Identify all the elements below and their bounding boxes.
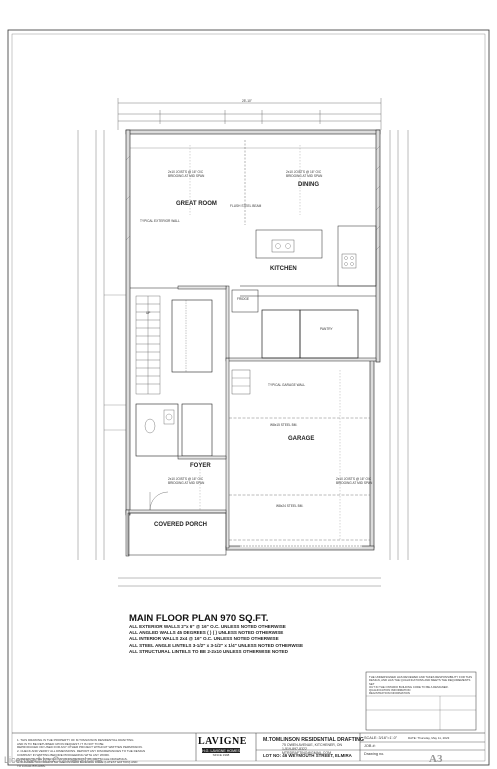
job-field: JOB #:: [364, 744, 376, 748]
logo-since: SINCE 1998: [212, 753, 230, 757]
exterior-wall-note: TYPICAL EXTERIOR WALL: [140, 219, 180, 223]
steel-beam-note: W8x15 STEEL BM.: [270, 423, 298, 427]
general-note-4: ALL STEEL ANGLE LINTELS 3-1/2" x 3-1/2" …: [129, 642, 304, 648]
fridge-label: FRIDGE: [237, 297, 250, 301]
lot-address: LOT NO: 46 WEYMOUTH STREET, ELMIRA: [263, 753, 352, 758]
sheet-number: A3: [429, 753, 443, 765]
stair-up-note: UP: [146, 311, 151, 315]
room-label-garage: GARAGE: [288, 436, 315, 442]
sheet-title: MAIN FLOOR PLAN 970 SQ.FT.: [129, 613, 269, 624]
drafting-company: M.TOMLINSON RESIDENTIAL DRAFTING: [263, 737, 364, 743]
room-label-covered-porch: COVERED PORCH: [154, 522, 208, 528]
general-note-3: ALL INTERIOR WALLS 2x4 @ 16" O.C. UNLESS…: [129, 636, 279, 642]
license-watermark: Licensed to Cornerstone: [4, 755, 103, 765]
company-address: 75 OWEN AVENUE, KITCHENER, ON 1-519-897-…: [282, 743, 343, 755]
general-note-5: ALL STRUCTURAL LINTELS TO BE 2-2x10 UNLE…: [129, 648, 288, 654]
garage-wall-note: TYPICAL GARAGE WALL: [268, 383, 306, 387]
disclaimer-notes: 1. THIS DRAWING IS THE PROPERTY OF M.TOM…: [17, 738, 146, 768]
drawing-no-field: Drawing no.: [364, 752, 385, 756]
designer-statement: THE UNDERSIGNED HAS REVIEWED AND TAKES R…: [369, 675, 472, 696]
room-label-foyer: FOYER: [190, 463, 211, 469]
pantry-label: PANTRY: [320, 327, 333, 331]
flush-beam-note: FLUSH STEEL BEAM: [230, 204, 262, 208]
room-label-great-room: GREAT ROOM: [176, 201, 217, 207]
joist-note-garage: 2x10 JOISTS @ 16" O/C BRIDGING AT MID SP…: [336, 477, 373, 485]
scale-field: SCALE: 3/16"=1'-0": [364, 736, 398, 740]
logo-subtitle: H.G. LAVIGNE HOMES: [202, 748, 240, 753]
overall-width-dim: 25'-10": [242, 99, 252, 103]
joist-note-great-room: 2x10 JOISTS @ 16" O/C BRIDGING AT MID SP…: [168, 170, 205, 178]
steel-beam-door-note: W8x24 STEEL BM.: [276, 504, 304, 508]
general-note-2: ALL ANGLED WALLS 45 DEGREES ( ) ( ) UNLE…: [129, 630, 284, 636]
joist-note-dining: 2x10 JOISTS @ 16" O/C BRIDGING AT MID SP…: [286, 170, 323, 178]
joist-note-foyer: 2x10 JOISTS @ 16" O/C BRIDGING AT MID SP…: [168, 477, 205, 485]
date-field: DATE: Thursday, May 11, 2023: [408, 736, 450, 740]
general-note-1: ALL EXTERIOR WALLS 2"x 6" @ 16" O.C. UNL…: [129, 624, 286, 629]
room-label-dining: DINING: [298, 182, 319, 188]
room-label-kitchen: KITCHEN: [270, 266, 297, 272]
general-notes: ALL EXTERIOR WALLS 2"x 6" @ 16" O.C. UNL…: [129, 624, 303, 655]
logo-name: LAVIGNE: [198, 736, 247, 747]
builder-logo: LAVIGNE H.G. LAVIGNE HOMES SINCE 1998: [198, 736, 247, 766]
